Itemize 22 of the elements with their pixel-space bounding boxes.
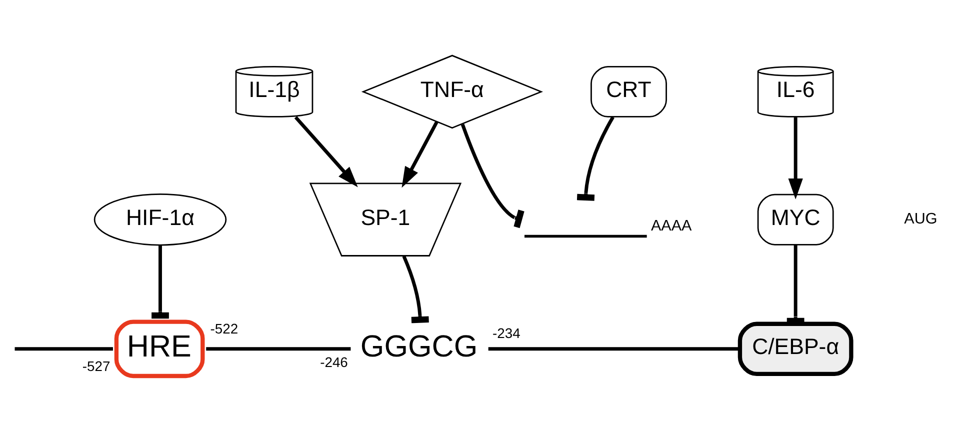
connector (402, 256, 429, 324)
node-box: MYC (757, 194, 834, 246)
node-box: HRE (114, 320, 205, 378)
node-box: C/EBP-α (738, 322, 854, 376)
connector (460, 124, 524, 228)
arrow (402, 121, 438, 188)
connector (206, 347, 351, 351)
node-text: GGGCG (360, 330, 478, 364)
connector (488, 347, 740, 351)
connector (14, 347, 113, 351)
arrow (294, 116, 358, 188)
node-label: -234 (492, 324, 520, 341)
node-label: -246 (320, 354, 348, 370)
node-text: AAAA (650, 217, 692, 234)
node-ellipse: HIF-1α (94, 194, 227, 246)
node-label: -527 (82, 358, 110, 374)
node-label: -522 (210, 320, 238, 337)
connector (576, 116, 614, 201)
arrow (788, 117, 803, 200)
label: AUG (904, 210, 938, 228)
node-box: CRT (590, 66, 667, 118)
node-diamond: TNF-α (361, 54, 544, 129)
